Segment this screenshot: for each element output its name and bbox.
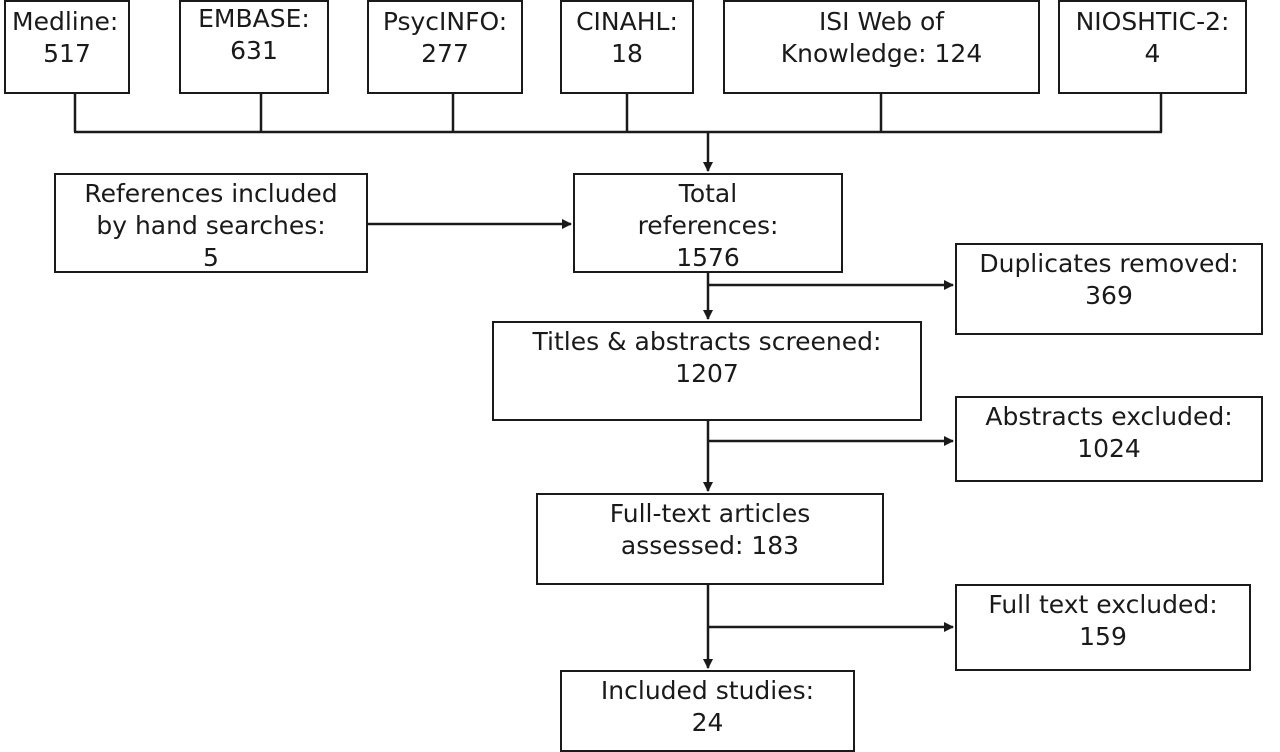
abstracts-excluded-box: Abstracts excluded: 1024 bbox=[955, 396, 1263, 482]
total-line1: Total bbox=[678, 179, 738, 208]
duplicates-label: Duplicates removed: bbox=[979, 249, 1239, 278]
fulltext-excluded-count: 159 bbox=[1079, 622, 1127, 651]
titles-label: Titles & abstracts screened: bbox=[532, 327, 882, 356]
hand-searches-count: 5 bbox=[203, 243, 219, 272]
source-count: 631 bbox=[230, 36, 278, 65]
source-label: NIOSHTIC-2: bbox=[1075, 7, 1230, 36]
hand-searches-line1: References included bbox=[84, 179, 338, 208]
source-label: CINAHL: bbox=[576, 7, 678, 36]
abstracts-excluded-count: 1024 bbox=[1077, 434, 1141, 463]
hand-searches-line2: by hand searches: bbox=[96, 211, 326, 240]
source-box-nioshtic: NIOSHTIC-2: 4 bbox=[1058, 0, 1247, 94]
total-count: 1576 bbox=[676, 243, 740, 272]
titles-screened-box: Titles & abstracts screened: 1207 bbox=[492, 321, 922, 421]
abstracts-excluded-label: Abstracts excluded: bbox=[985, 402, 1233, 431]
source-label: ISI Web of bbox=[818, 7, 945, 36]
included-label: Included studies: bbox=[600, 676, 815, 705]
fulltext-assessed-box: Full-text articles assessed: 183 bbox=[536, 493, 884, 585]
titles-count: 1207 bbox=[675, 359, 739, 388]
fulltext-assessed-line2: assessed: 183 bbox=[620, 531, 800, 560]
source-box-isi: ISI Web of Knowledge: 124 bbox=[723, 0, 1040, 94]
included-studies-box: Included studies: 24 bbox=[560, 670, 855, 752]
duplicates-removed-box: Duplicates removed: 369 bbox=[955, 243, 1263, 335]
source-count: 277 bbox=[421, 39, 469, 68]
total-line2: references: bbox=[637, 211, 779, 240]
fulltext-assessed-line1: Full-text articles bbox=[609, 499, 811, 528]
source-box-medline: Medline: 517 bbox=[4, 0, 130, 94]
source-count: Knowledge: 124 bbox=[780, 39, 983, 68]
included-count: 24 bbox=[691, 708, 724, 737]
source-box-cinahl: CINAHL: 18 bbox=[560, 0, 694, 94]
source-count: 4 bbox=[1144, 39, 1161, 68]
source-label: PsycINFO: bbox=[382, 7, 508, 36]
source-box-embase: EMBASE: 631 bbox=[179, 0, 329, 94]
total-references-box: Total references: 1576 bbox=[573, 173, 843, 273]
fulltext-excluded-box: Full text excluded: 159 bbox=[955, 584, 1251, 671]
source-count: 517 bbox=[43, 39, 91, 68]
duplicates-count: 369 bbox=[1085, 281, 1133, 310]
source-label: EMBASE: bbox=[198, 4, 310, 33]
hand-searches-box: References included by hand searches: 5 bbox=[54, 173, 368, 273]
fulltext-excluded-label: Full text excluded: bbox=[988, 590, 1218, 619]
source-label: Medline: bbox=[12, 7, 119, 36]
source-count: 18 bbox=[611, 39, 643, 68]
source-box-psycinfo: PsycINFO: 277 bbox=[367, 0, 523, 94]
